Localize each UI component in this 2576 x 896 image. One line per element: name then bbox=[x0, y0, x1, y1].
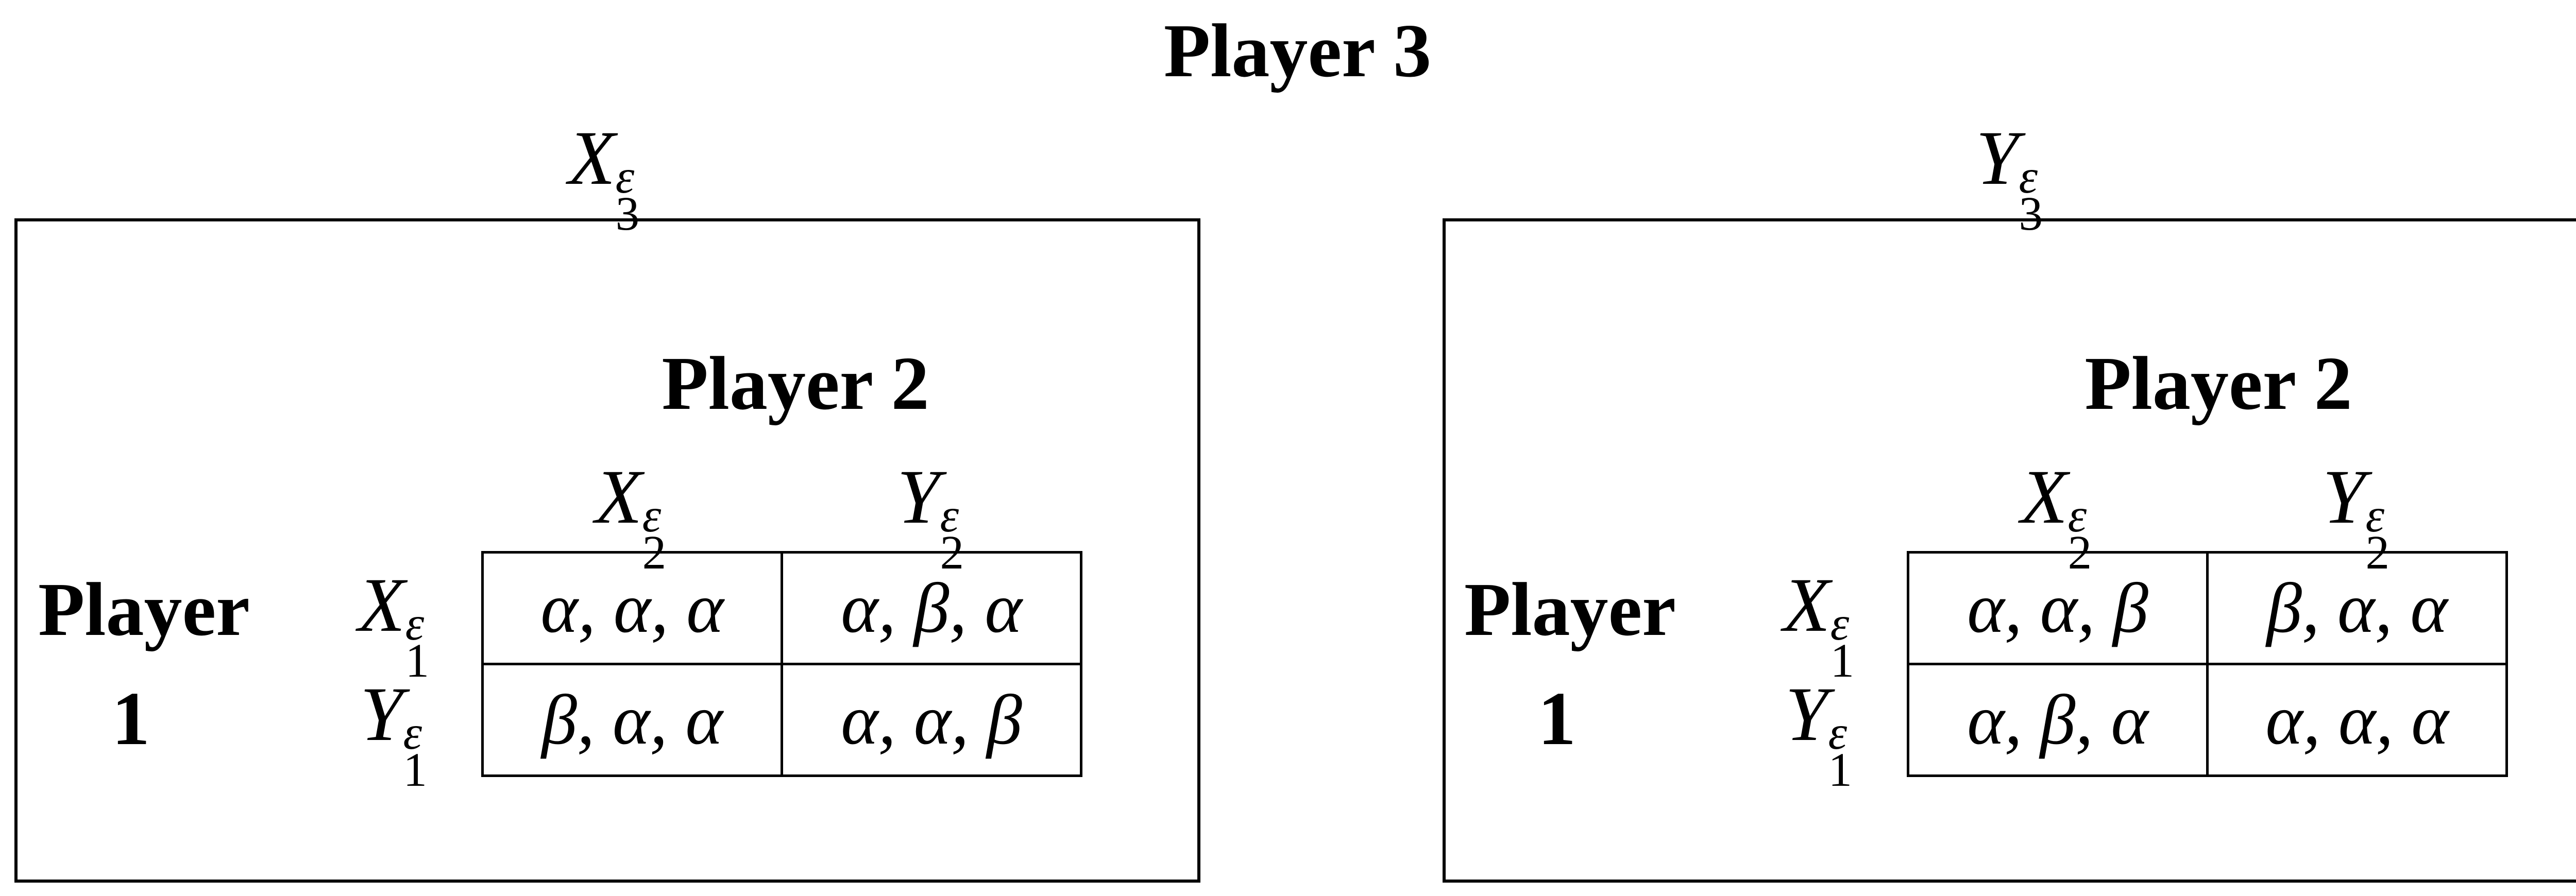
payoff-grid-y3: α, α, β β, α, α α, β, α α, α, α bbox=[1907, 551, 2508, 777]
payoff-cell: α, α, α bbox=[481, 551, 783, 665]
payoff-grid-x3: α, α, α α, β, α β, α, α α, α, β bbox=[481, 551, 1082, 777]
payoff-row-y1: β, α, α α, α, β bbox=[481, 663, 1082, 777]
player-1-label-line1: Player bbox=[38, 567, 250, 652]
strategy-base: X bbox=[568, 115, 616, 201]
payoff-cell: β, α, α bbox=[2206, 551, 2508, 665]
payoff-cell: β, α, α bbox=[481, 663, 783, 777]
payoff-cell: α, β, α bbox=[1907, 663, 2209, 777]
player-1-label-line2: 1 bbox=[112, 677, 150, 761]
payoff-cell: α, β, α bbox=[781, 551, 1082, 665]
strategy-base: Y bbox=[1976, 115, 2019, 201]
payoff-row-x1: α, α, α α, β, α bbox=[481, 551, 1082, 665]
player-1-label-line1: Player bbox=[1464, 567, 1676, 652]
payoff-row-y1: α, β, α α, α, α bbox=[1907, 663, 2508, 777]
player-3-title: Player 3 bbox=[1163, 9, 1432, 93]
payoff-row-x1: α, α, β β, α, α bbox=[1907, 551, 2508, 665]
payoff-cell: α, α, β bbox=[781, 663, 1082, 777]
payoff-cell: α, α, α bbox=[2206, 663, 2508, 777]
payoff-cell: α, α, β bbox=[1907, 551, 2209, 665]
player-2-label: Player 2 bbox=[662, 341, 929, 426]
player-1-label-line2: 1 bbox=[1538, 677, 1576, 761]
player-2-label: Player 2 bbox=[2084, 341, 2352, 426]
